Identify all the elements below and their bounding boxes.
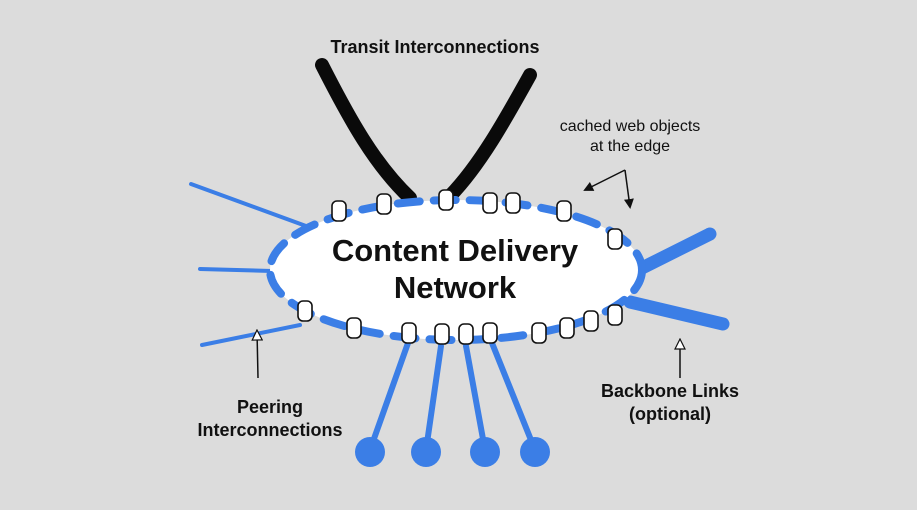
cached-arrow-to-box-1 [583, 169, 626, 191]
transit-link-right [443, 68, 537, 203]
peering-link-3 [200, 323, 302, 347]
edge-link-2 [423, 343, 444, 453]
backbone-links [623, 227, 730, 331]
end-user-node-4 [520, 437, 550, 467]
cache-box [438, 189, 454, 211]
peering-link-1 [189, 182, 308, 228]
cdn-title-line-1: Content Delivery [331, 233, 579, 268]
edge-links [367, 340, 538, 453]
edge-cache-boxes [297, 189, 623, 345]
cached-objects-label-line-1: cached web objects [559, 118, 701, 135]
cache-box [482, 322, 498, 344]
cache-box [607, 228, 623, 250]
end-user-node-1 [355, 437, 385, 467]
end-user-node-2 [411, 437, 441, 467]
cache-box [458, 323, 474, 345]
backbone-label-line-1: Backbone Links [600, 381, 740, 401]
backbone-link-2 [623, 295, 730, 331]
cache-box [297, 300, 313, 322]
peering-label-line-1: Peering [236, 397, 304, 417]
cache-box [607, 304, 623, 326]
cache-box [556, 200, 572, 222]
cache-box [331, 200, 347, 222]
cdn-title-line-2: Network [393, 270, 517, 306]
cached-objects-label: cached web objects at the edge [530, 117, 730, 157]
end-user-nodes [355, 437, 550, 467]
cache-box [376, 193, 392, 215]
cdn-cloud [270, 200, 642, 340]
edge-link-1 [367, 340, 411, 453]
edge-link-4 [489, 340, 538, 453]
cached-arrow-to-box-2 [623, 169, 634, 209]
peering-links [189, 182, 308, 347]
transit-links [315, 58, 537, 205]
peering-link-2 [198, 267, 274, 273]
backbone-link-1 [631, 227, 717, 277]
cache-box [346, 317, 362, 339]
cache-box [401, 322, 417, 344]
transit-interconnections-label: Transit Interconnections [330, 37, 540, 57]
cache-box [531, 322, 547, 344]
cache-box [559, 317, 575, 339]
cache-box [505, 192, 521, 214]
peering-arrow [257, 331, 258, 379]
edge-link-3 [463, 343, 488, 453]
annotation-arrows [257, 169, 680, 379]
end-user-node-3 [470, 437, 500, 467]
transit-link-left [315, 58, 417, 205]
cached-objects-label-line-2: at the edge [589, 138, 671, 155]
cdn-title: Content Delivery Network [290, 232, 620, 306]
backbone-links-label: Backbone Links (optional) [575, 380, 765, 425]
cdn-cloud-border [266, 196, 646, 344]
cache-box [583, 310, 599, 332]
backbone-label-line-2: (optional) [629, 403, 711, 424]
peering-label-line-2: Interconnections [197, 419, 343, 440]
peering-interconnections-label: Peering Interconnections [175, 396, 365, 441]
cache-box [482, 192, 498, 214]
cache-box [434, 323, 450, 345]
